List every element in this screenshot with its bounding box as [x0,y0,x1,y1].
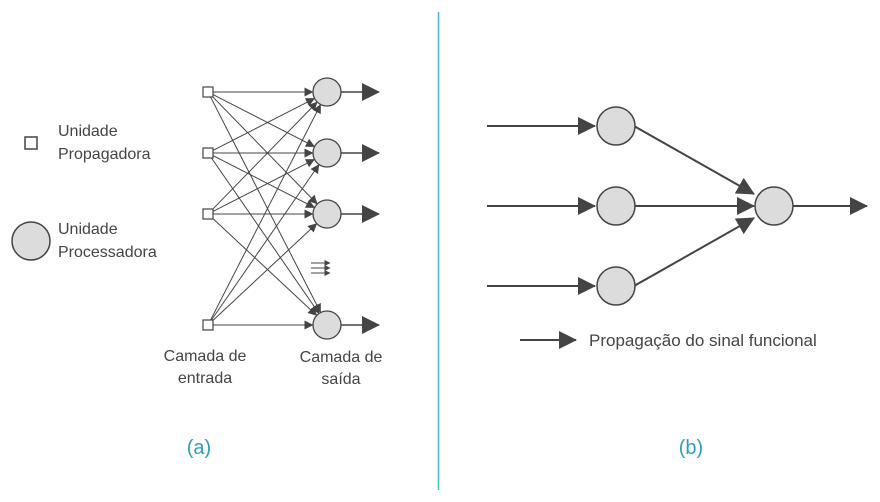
connection-in1-out4 [209,96,322,313]
propagator-unit-icon [24,136,38,150]
input-unit-3 [202,208,214,220]
panel-a-connections [209,87,322,330]
panel-a-network: Camada de entrada Camada de saída (a) [164,77,383,459]
connection-in2-out3 [212,154,315,209]
processor-label-line1: Unidade [58,221,118,238]
propagator-label-line1: Unidade [58,123,118,140]
output-unit-2 [312,138,342,168]
processor-label-line2: Processadora [58,244,157,261]
input-unit-2 [202,147,214,159]
hidden-unit-1 [596,106,636,146]
hidden-unit-3 [596,266,636,306]
output-layer-label-line2: saída [321,371,360,388]
input-layer-label-line2: entrada [178,370,232,387]
processor-unit-icon [11,221,51,261]
connection-in1-out3 [211,95,318,205]
connection-in2-out4 [210,156,320,314]
panel-b-label: (b) [679,437,703,459]
legend: Unidade Propagadora Unidade Processadora [11,123,157,261]
input-layer-label-line1: Camada de [164,348,247,365]
hidden-unit-2 [596,186,636,226]
connection-in1-out2 [212,93,315,148]
propagator-label-line2: Propagadora [58,146,151,163]
connection-in4-out3 [211,223,318,322]
ellipsis-arrows-icon [311,260,331,276]
panel-a-output-arrows [341,83,380,334]
connection-in3-out1 [211,101,318,211]
input-unit-1 [202,86,214,98]
panel-b-nodes [596,106,794,306]
connection-in2-out1 [212,97,315,152]
connection-1 [633,125,755,195]
input-unit-4 [202,319,214,331]
signal-legend-label: Propagação do sinal funcional [589,331,817,350]
panel-b-input-arrows [487,117,596,295]
connection-in4-out1 [209,104,322,321]
panel-b-connections [633,125,755,287]
output-unit-3 [312,199,342,229]
connection-in3-out2 [212,158,315,213]
output-unit [754,186,794,226]
connection-in3-out4 [211,217,318,316]
output-layer-label-line1: Camada de [300,349,383,366]
connection-in4-out2 [210,164,320,322]
panel-a-label: (a) [187,437,211,459]
panel-a-nodes [202,77,342,340]
panel-b-network: Propagação do sinal funcional (b) [487,106,868,459]
connection-3 [633,217,755,287]
output-unit-4 [312,310,342,340]
output-unit-1 [312,77,342,107]
